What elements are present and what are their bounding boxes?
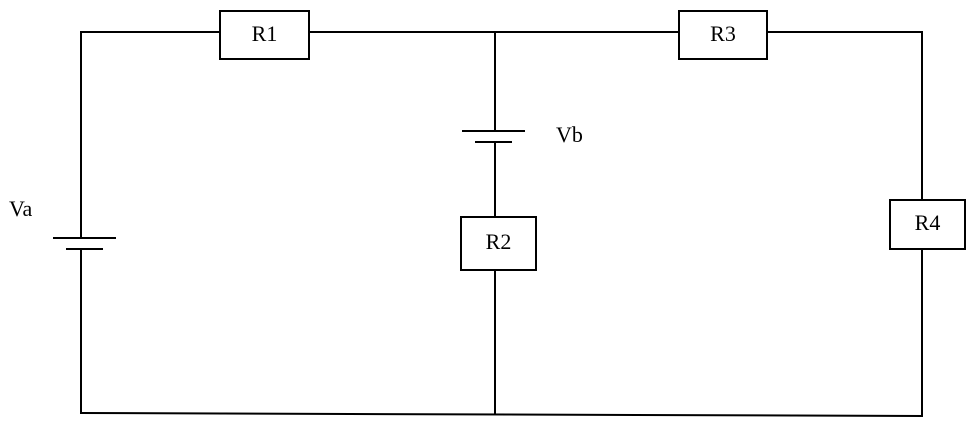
- wire-bottom: [79, 411, 924, 418]
- resistor-r3-box: [678, 10, 768, 60]
- battery-vb-label: Vb: [556, 122, 583, 147]
- battery-vb: [462, 130, 525, 143]
- wires: [79, 31, 924, 418]
- battery-va: [53, 237, 116, 250]
- resistor-r2-box: [460, 216, 537, 271]
- resistor-r3-label: R3: [710, 21, 736, 46]
- resistor-r3: R3: [678, 10, 768, 60]
- resistor-r1-box: [219, 10, 310, 60]
- battery-va-label: Va: [9, 196, 32, 221]
- resistor-r2: R2: [460, 216, 537, 271]
- resistor-r4-box: [889, 199, 966, 250]
- resistor-r1-label: R1: [252, 21, 278, 46]
- resistor-r2-label: R2: [486, 229, 512, 254]
- resistor-r4: R4: [889, 199, 966, 250]
- resistor-r1: R1: [219, 10, 310, 60]
- resistor-r4-label: R4: [915, 210, 941, 235]
